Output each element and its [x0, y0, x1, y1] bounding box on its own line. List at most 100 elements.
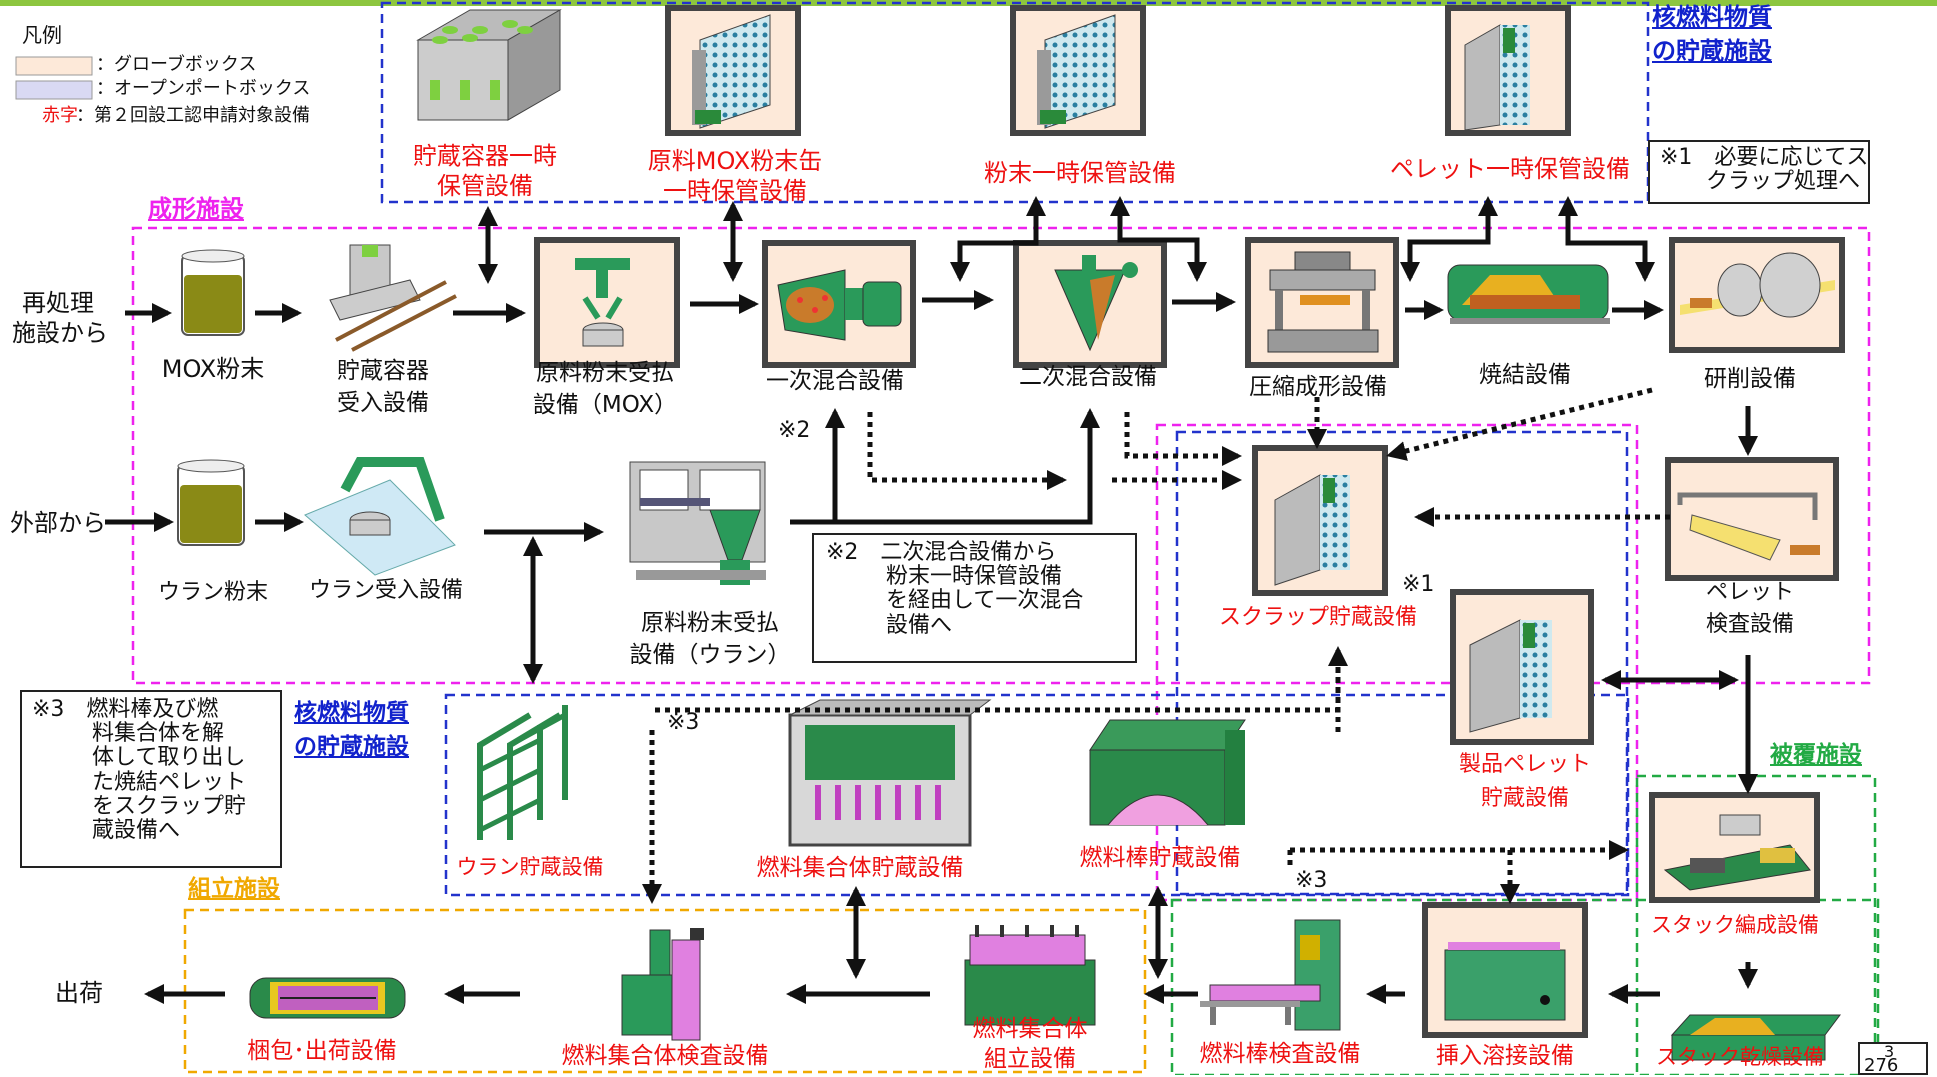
note-2-box: ※2 二次混合設備から 粉末一時保管設備 を経由して一次混合 設備へ — [812, 533, 1137, 663]
note-3-line-6: 蔵設備へ — [92, 817, 181, 843]
legend-red-label: 赤字 — [42, 105, 78, 126]
label-secondary-mix: 二次混合設備 — [1019, 364, 1157, 390]
mark-1: ※1 — [1402, 572, 1435, 597]
label-rod-storage: 燃料棒貯蔵設備 — [1079, 845, 1241, 871]
stack-dry-icon — [1670, 1014, 1841, 1061]
label-stack-dry: スタック乾燥設備 — [1656, 1045, 1824, 1069]
fa-inspect-icon — [621, 928, 704, 1041]
page-number-box: 3 276 — [1858, 1042, 1928, 1076]
note-2-line-4: 設備へ — [886, 612, 953, 638]
label-product-pellet-1: 製品ペレット — [1458, 752, 1591, 777]
label-powder-temp: 粉末一時保管設備 — [984, 159, 1176, 187]
note-3-line-2: 料集合体を解 — [92, 721, 225, 747]
mox-can-temp-icon — [665, 5, 801, 136]
note-3-line-4: た焼結ペレット — [92, 769, 247, 795]
sinter-icon — [1447, 264, 1610, 324]
section-cladding: 被覆施設 — [1770, 742, 1862, 768]
label-uranium-receive: ウラン受入設備 — [308, 578, 463, 603]
legend-title: 凡例 — [22, 23, 62, 47]
mark-3a: ※3 — [667, 710, 700, 735]
grind-icon — [1669, 237, 1845, 353]
section-storage-mid-2: の貯蔵施設 — [294, 734, 409, 760]
legend-glovebox-label: ：グローブボックス — [96, 54, 257, 75]
note-3-line-5: をスクラップ貯 — [92, 793, 247, 819]
note-3-box: ※3 燃料棒及び燃 料集合体を解 体して取り出し た焼結ペレット をスクラップ貯… — [20, 690, 282, 868]
note-1-line-1: ※1 必要に応じてス — [1660, 145, 1869, 170]
storage-top-boundary — [380, 1, 1650, 204]
pellet-inspect-icon — [1665, 457, 1839, 581]
scrap-storage-boundary — [1175, 430, 1629, 896]
label-container-receive-1: 貯蔵容器 — [337, 358, 429, 384]
label-mox-powder: MOX粉末 — [161, 355, 265, 383]
section-storage-mid-1: 核燃料物質 — [294, 700, 409, 726]
legend-red-desc: ：第２回設工認申請対象設備 — [76, 105, 310, 126]
scrap-forming-boundary — [1155, 423, 1639, 902]
scrap-storage-icon — [1252, 445, 1388, 596]
compress-icon — [1245, 237, 1399, 368]
note-1-line-2: クラップ処理へ — [1706, 169, 1861, 195]
source-reprocess-1: 再処理 — [22, 289, 94, 317]
label-pellet-temp: ペレット一時保管設備 — [1390, 155, 1630, 183]
legend-openport-swatch — [15, 80, 93, 100]
label-sinter: 焼結設備 — [1479, 362, 1571, 388]
fa-assemble-icon — [964, 925, 1096, 1026]
label-mox-can-temp-1: 原料MOX粉末缶 — [647, 147, 823, 175]
label-fa-assemble-1: 燃料集合体 — [972, 1016, 1088, 1042]
label-pellet-inspect-1: ペレット — [1705, 580, 1794, 605]
label-storage-container-temp-2: 保管設備 — [437, 172, 533, 200]
fa-storage-icon — [788, 699, 992, 847]
label-insert-weld: 挿入溶接設備 — [1436, 1043, 1574, 1069]
label-fa-inspect: 燃料集合体検査設備 — [561, 1043, 769, 1069]
label-storage-container-temp-1: 貯蔵容器一時 — [413, 142, 557, 170]
uranium-receive-icon — [304, 457, 456, 576]
section-forming: 成形施設 — [148, 195, 244, 223]
legend-openport-label: ：オープンポートボックス — [96, 78, 311, 99]
primary-mix-icon — [762, 240, 916, 368]
powder-temp-icon — [1010, 5, 1146, 136]
rod-inspect-icon — [1200, 919, 1341, 1031]
label-grind: 研削設備 — [1704, 366, 1796, 392]
label-raw-powder-u-2: 設備（ウラン） — [629, 642, 791, 668]
uranium-storage-icon — [477, 705, 568, 840]
secondary-mix-icon — [1013, 240, 1167, 368]
pellet-temp-icon — [1445, 5, 1571, 136]
label-raw-powder-mox-1: 原料粉末受払 — [536, 360, 674, 386]
mark-3b: ※3 — [1295, 868, 1328, 893]
label-fa-storage: 燃料集合体貯蔵設備 — [756, 855, 964, 881]
product-pellet-icon — [1450, 589, 1594, 745]
label-scrap-storage: スクラップ貯蔵設備 — [1218, 605, 1417, 630]
scrap-dotted-lines — [655, 655, 1341, 870]
mark-2: ※2 — [778, 418, 811, 443]
note-3-line-3: 体して取り出し — [92, 745, 246, 771]
label-uranium-powder: ウラン粉末 — [157, 580, 268, 605]
label-mox-can-temp-2: 一時保管設備 — [663, 177, 807, 205]
section-storage-top-1: 核燃料物質 — [1652, 3, 1772, 31]
label-stack-form: スタック編成設備 — [1651, 913, 1819, 937]
uranium-powder-beaker-icon — [177, 459, 245, 546]
label-raw-powder-mox-2: 設備（MOX） — [532, 392, 678, 418]
note-3-line-1: ※3 燃料棒及び燃 — [32, 697, 219, 722]
section-storage-top-2: の貯蔵施設 — [1652, 37, 1772, 65]
storage-mid-boundary — [444, 693, 1630, 897]
stack-form-icon — [1649, 792, 1820, 903]
page-sub-number: 276 — [1864, 1055, 1899, 1076]
label-rod-inspect: 燃料棒検査設備 — [1199, 1041, 1361, 1067]
mox-powder-beaker-icon — [181, 249, 245, 336]
label-uranium-storage: ウラン貯蔵設備 — [456, 855, 604, 879]
label-fa-assemble-2: 組立設備 — [984, 1046, 1076, 1072]
raw-powder-uranium-icon — [629, 461, 766, 585]
container-receive-icon — [329, 244, 457, 352]
label-ship: 出荷 — [55, 979, 103, 1007]
legend-glovebox-swatch — [15, 56, 93, 76]
scrap-dotted-arrows — [642, 387, 1670, 904]
label-product-pellet-2: 貯蔵設備 — [1480, 786, 1569, 811]
storage-container-temp-icon — [416, 9, 562, 121]
label-compress: 圧縮成形設備 — [1249, 374, 1387, 400]
label-pack-ship: 梱包･出荷設備 — [247, 1038, 397, 1064]
insert-weld-icon — [1422, 902, 1588, 1038]
bidirectional-arrows — [478, 196, 1739, 979]
label-primary-mix: 一次混合設備 — [766, 368, 904, 394]
label-pellet-inspect-2: 検査設備 — [1705, 612, 1794, 637]
